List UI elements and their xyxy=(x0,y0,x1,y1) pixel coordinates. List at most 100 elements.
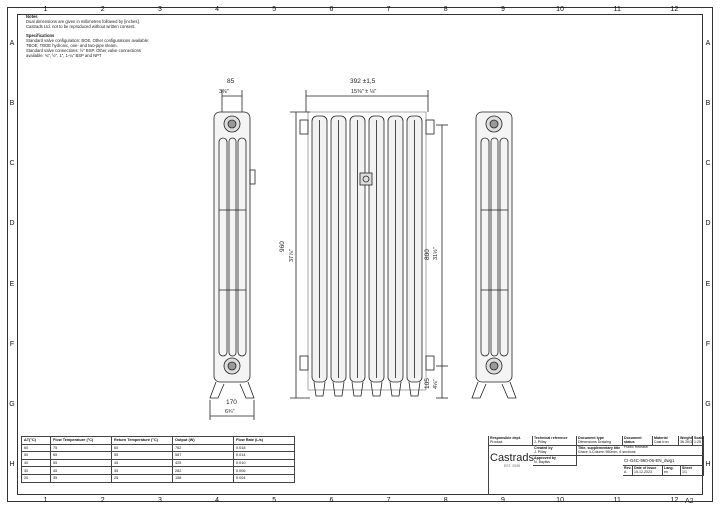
center-in: 31½" xyxy=(433,247,439,260)
flow-table: ΔT(°C)Flow Temperature (°C)Return Temper… xyxy=(21,436,295,483)
label: Approved by xyxy=(534,456,556,460)
table-cell: 762 xyxy=(172,443,234,453)
row-letter: C xyxy=(9,160,15,168)
label: Date of issue xyxy=(634,466,657,470)
table-cell: 282 xyxy=(172,466,234,475)
spec-line: Standard valve connections: ½" BSP. Othe… xyxy=(26,48,142,53)
logo-sub: EST. 2005 xyxy=(503,464,521,468)
title-block: Responsible dept.Product Technical refer… xyxy=(488,436,704,495)
column-number: 10 xyxy=(556,6,564,13)
spec-heading: Specifications xyxy=(26,33,55,38)
table-cell: 35 xyxy=(50,473,112,483)
value: N. Bayliss xyxy=(534,460,550,465)
value: A xyxy=(624,470,627,475)
column-number: 5 xyxy=(272,497,277,504)
side-view-right xyxy=(471,111,517,399)
table-cell: 0.014 xyxy=(233,451,295,460)
radiator-foot xyxy=(389,381,402,397)
outer-frame xyxy=(7,7,713,502)
column-number: 9 xyxy=(500,497,505,504)
value: 36.2KG xyxy=(680,440,693,445)
radiator-foot xyxy=(313,381,326,397)
label: Lang. xyxy=(664,466,674,470)
table-cell: 55 xyxy=(50,458,112,468)
flow-table-header: Output (W) xyxy=(172,436,234,445)
row-letter: D xyxy=(705,220,711,228)
column-number: 8 xyxy=(443,497,448,504)
table-cell: 0.006 xyxy=(233,466,295,475)
side-width-in: 3⅜" xyxy=(219,89,229,95)
spec-line: available: ¾", ½", 1", 1-¼" BSP and NPT xyxy=(26,53,102,58)
sheet-size: A2 xyxy=(685,498,694,505)
table-cell: 158 xyxy=(172,473,234,483)
height-in: 37⅞" xyxy=(289,249,295,262)
table-cell: 45 xyxy=(50,466,112,475)
column-number: 4 xyxy=(215,497,220,504)
table-cell: 20 xyxy=(21,473,51,483)
row-letter: H xyxy=(705,460,711,468)
column-number: 11 xyxy=(613,497,621,504)
table-cell: 65 xyxy=(50,451,112,460)
table-cell: 55 xyxy=(111,451,173,460)
flow-table-header: Flow Temperature (°C) xyxy=(50,436,112,445)
logo-text: Castrads xyxy=(490,452,535,464)
label: Document type xyxy=(578,436,604,440)
column-number: 10 xyxy=(556,497,564,504)
row-letter: F xyxy=(705,340,711,348)
value: Product xyxy=(490,440,503,445)
value: en xyxy=(664,470,668,475)
label: Sheet xyxy=(682,466,692,470)
table-cell: 0.018 xyxy=(233,443,295,453)
notes-heading: Notes xyxy=(26,14,38,19)
column-number: 11 xyxy=(613,6,621,13)
label: Weight xyxy=(680,436,692,440)
column-number: 3 xyxy=(157,6,162,13)
radiator-foot xyxy=(370,381,383,397)
table-cell: 30 xyxy=(21,466,51,475)
spec-line: Standard valve configuration: BOE. Other… xyxy=(26,38,150,43)
column-number: 5 xyxy=(272,6,277,13)
radiator-foot xyxy=(408,381,421,397)
column-number: 12 xyxy=(670,6,679,13)
center-mm: 800 xyxy=(424,249,431,260)
column-number: 7 xyxy=(386,497,391,504)
column-number: 1 xyxy=(43,6,48,13)
row-letter: G xyxy=(9,400,15,408)
value: 1/1 xyxy=(682,470,687,475)
table-cell: 0.004 xyxy=(233,473,295,483)
value: J. Pillay xyxy=(534,450,547,455)
notes-line: Dual dimensions are given in millimetres… xyxy=(26,19,140,24)
row-letter: H xyxy=(9,460,15,468)
value: Grace 4-Column 960mm, 6 sections xyxy=(578,450,636,455)
column-number: 7 xyxy=(386,6,391,13)
column-number: 9 xyxy=(500,6,505,13)
table-cell: 40 xyxy=(21,458,51,468)
label: Created by xyxy=(534,446,553,450)
row-letter: D xyxy=(9,220,15,228)
bottom-in: 4⅛" xyxy=(433,379,439,389)
label: Technical reference xyxy=(534,436,568,440)
radiator-foot xyxy=(351,381,364,397)
table-cell: 45 xyxy=(111,458,173,468)
label: Material xyxy=(654,436,668,440)
row-letter: C xyxy=(705,160,711,168)
column-number: 2 xyxy=(100,497,105,504)
value: 15.12.2023 xyxy=(634,470,652,475)
label: Rev. xyxy=(624,466,632,470)
table-cell: 0.010 xyxy=(233,458,295,468)
flow-table-header: ΔT(°C) xyxy=(21,436,51,445)
table-cell: 25 xyxy=(111,473,173,483)
bottom-mm: 105 xyxy=(424,378,431,389)
column-number: 2 xyxy=(100,6,105,13)
value: J. Pillay xyxy=(534,440,547,445)
row-letter: F xyxy=(9,340,15,348)
value: 1:25 xyxy=(694,440,701,445)
